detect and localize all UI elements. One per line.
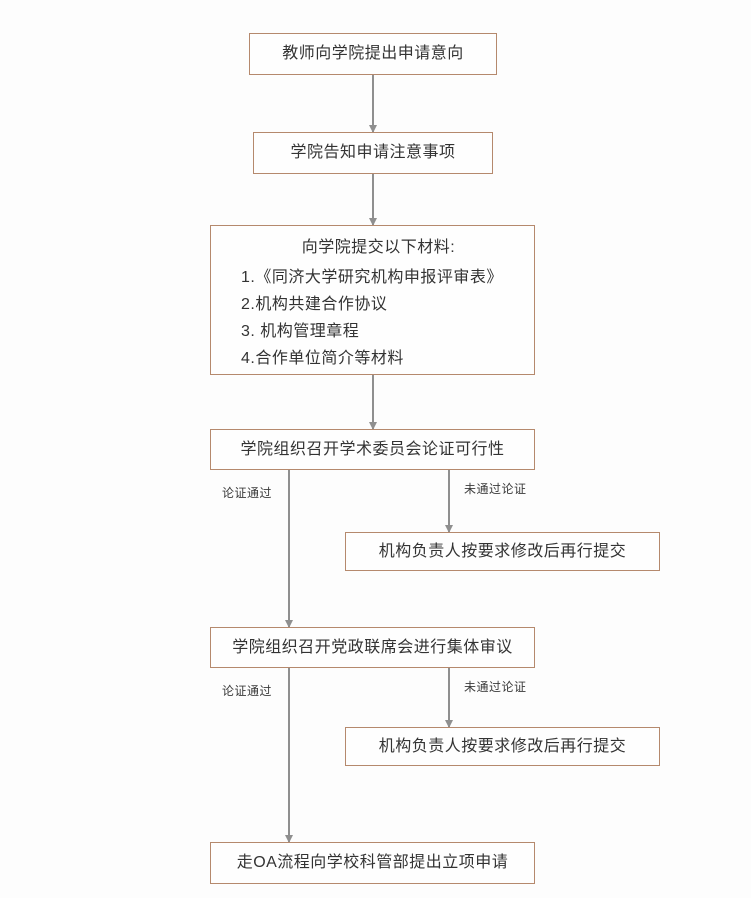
flow-step-oa-application: 走OA流程向学校科管部提出立项申请: [210, 842, 535, 884]
flow-step-materials: 向学院提交以下材料: 1.《同济大学研究机构申报评审表》 2.机构共建合作协议 …: [210, 225, 535, 375]
materials-item-1: 1.《同济大学研究机构申报评审表》: [241, 269, 503, 286]
materials-title: 向学院提交以下材料:: [301, 239, 456, 256]
flow-step-academic-committee: 学院组织召开学术委员会论证可行性: [210, 429, 535, 470]
materials-item-2: 2.机构共建合作协议: [241, 296, 388, 313]
branch-label-fail-1: 未通过论证: [464, 482, 527, 496]
flow-step-teacher-intention: 教师向学院提出申请意向: [249, 33, 497, 75]
flow-step-revise-resubmit-1: 机构负责人按要求修改后再行提交: [345, 532, 660, 571]
arrow-step4-pass-to-step6: [284, 470, 293, 628]
materials-item-3: 3. 机构管理章程: [241, 323, 360, 340]
materials-item-4: 4.合作单位简介等材料: [241, 350, 404, 367]
arrow-step6-fail-to-step7: [444, 668, 453, 728]
branch-label-pass-1: 论证通过: [222, 486, 273, 500]
arrow-step1-to-step2: [368, 75, 377, 133]
branch-label-fail-2: 未通过论证: [464, 680, 527, 694]
branch-label-pass-2: 论证通过: [222, 684, 273, 698]
arrow-step3-to-step4: [368, 375, 377, 430]
arrow-step2-to-step3: [368, 174, 377, 226]
arrow-step6-pass-to-step8: [284, 668, 293, 843]
arrow-step4-fail-to-step5: [444, 470, 453, 533]
flow-step-revise-resubmit-2: 机构负责人按要求修改后再行提交: [345, 727, 660, 766]
flow-step-college-notice: 学院告知申请注意事项: [253, 132, 493, 174]
flow-step-joint-meeting: 学院组织召开党政联席会进行集体审议: [210, 627, 535, 668]
